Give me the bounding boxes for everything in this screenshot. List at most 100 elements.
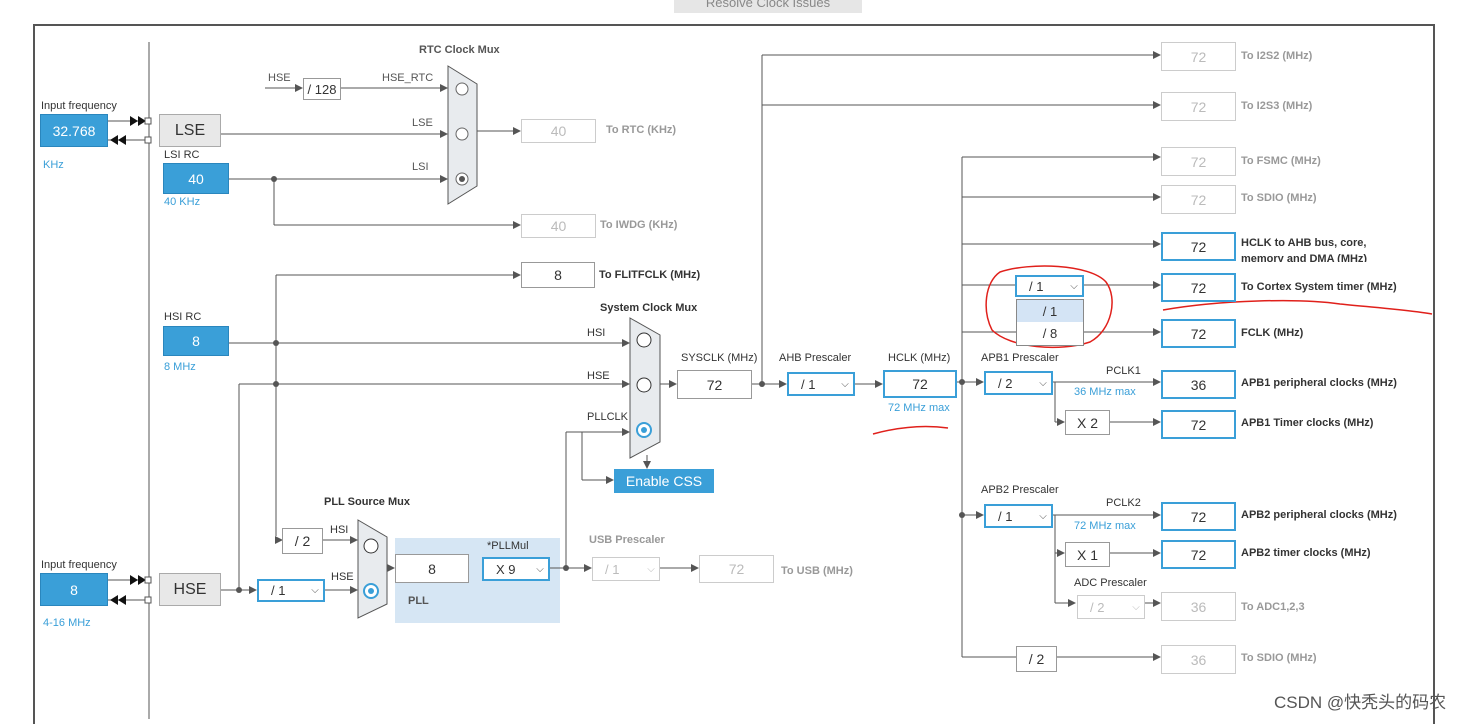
hse-predivider-select[interactable]: / 1⌵ bbox=[257, 579, 325, 602]
sysmux-hsi-radio[interactable] bbox=[636, 332, 652, 348]
hsi-label: HSI RC bbox=[164, 311, 202, 323]
rtc-output: 40 bbox=[521, 119, 596, 143]
apb1-timer-output[interactable]: 72 bbox=[1161, 410, 1236, 439]
pllsrc-hse-label: HSE bbox=[331, 571, 354, 583]
sdio-output-label: To SDIO (MHz) bbox=[1241, 192, 1317, 204]
rtc-lse-radio[interactable] bbox=[449, 127, 475, 141]
adc-prescaler-select[interactable]: / 2 ⌵ bbox=[1077, 595, 1145, 619]
pllmul-label: *PLLMul bbox=[487, 540, 529, 552]
usb-prescaler-select[interactable]: / 1 ⌵ bbox=[592, 557, 660, 581]
usb-prescaler-label: USB Prescaler bbox=[589, 534, 665, 546]
apb2-timer-label: APB2 timer clocks (MHz) bbox=[1241, 547, 1371, 559]
apb1-prescaler-select[interactable]: / 2⌵ bbox=[984, 371, 1053, 395]
sysmux-pllclk-radio[interactable] bbox=[636, 422, 652, 438]
rtc-lsi-label: LSI bbox=[412, 161, 429, 173]
dropdown-option-div1[interactable]: / 1 bbox=[1017, 300, 1083, 322]
fclk-output[interactable]: 72 bbox=[1161, 319, 1236, 348]
pclk2-label: PCLK2 bbox=[1106, 497, 1141, 509]
rtc-output-label: To RTC (KHz) bbox=[606, 124, 677, 136]
rtc-hse-label: HSE bbox=[268, 72, 291, 84]
apb1-timer-multiplier: X 2 bbox=[1065, 410, 1110, 435]
lsi-label: LSI RC bbox=[164, 149, 200, 161]
hse-block: HSE bbox=[159, 573, 221, 606]
sysmux-hse-label: HSE bbox=[587, 370, 610, 382]
pllsrc-hsi-radio[interactable] bbox=[363, 538, 379, 554]
iwdg-output-label: To IWDG (KHz) bbox=[600, 219, 678, 231]
adc-output-label: To ADC1,2,3 bbox=[1241, 601, 1305, 613]
ahb-prescaler-value: / 1 bbox=[801, 376, 816, 392]
apb2-timer-multiplier: X 1 bbox=[1065, 542, 1110, 567]
sysclk-label: SYSCLK (MHz) bbox=[681, 352, 758, 364]
lse-input-field[interactable]: 32.768 bbox=[40, 114, 108, 147]
hclk-input[interactable]: 72 bbox=[883, 370, 957, 398]
apb2-periph-output[interactable]: 72 bbox=[1161, 502, 1236, 531]
adc-prescaler-value: / 2 bbox=[1090, 599, 1105, 615]
chevron-down-icon: ⌵ bbox=[1132, 601, 1140, 613]
apb1-periph-output[interactable]: 36 bbox=[1161, 370, 1236, 399]
sdio2-output: 36 bbox=[1161, 645, 1236, 674]
hse-unit: 4-16 MHz bbox=[43, 617, 91, 629]
pll-input: 8 bbox=[395, 554, 469, 583]
hse-input-label: Input frequency bbox=[41, 559, 117, 571]
ahb-prescaler-select[interactable]: / 1⌵ bbox=[787, 372, 855, 396]
hse-input-field[interactable]: 8 bbox=[40, 573, 108, 606]
lse-block: LSE bbox=[159, 114, 221, 147]
sdio-output: 72 bbox=[1161, 185, 1236, 214]
sysmux-hse-radio[interactable] bbox=[636, 377, 652, 393]
pllsrc-hsi-label: HSI bbox=[330, 524, 349, 536]
usb-prescaler-value: / 1 bbox=[605, 561, 620, 577]
flitfclk-output: 8 bbox=[521, 262, 595, 288]
chevron-down-icon: ⌵ bbox=[647, 563, 655, 575]
pllsrc-hse-radio[interactable] bbox=[363, 583, 379, 599]
fclk-output-label: FCLK (MHz) bbox=[1241, 327, 1304, 339]
csdn-watermark: CSDN @快秃头的码农 bbox=[1274, 693, 1447, 712]
pll-label: PLL bbox=[408, 595, 429, 607]
enable-css-button[interactable]: Enable CSS bbox=[614, 469, 714, 493]
hsi-unit: 8 MHz bbox=[164, 361, 196, 373]
apb2-prescaler-select[interactable]: / 1⌵ bbox=[984, 504, 1053, 528]
fsmc-output-label: To FSMC (MHz) bbox=[1241, 155, 1321, 167]
sdio2-output-label: To SDIO (MHz) bbox=[1241, 652, 1317, 664]
i2s3-output: 72 bbox=[1161, 92, 1236, 121]
pllmul-value: X 9 bbox=[496, 561, 516, 577]
hclk-ahb-label: HCLK to AHB bus, core, bbox=[1241, 237, 1367, 249]
hclk-max: 72 MHz max bbox=[888, 402, 950, 414]
pllmul-select[interactable]: X 9 ⌵ bbox=[482, 557, 550, 581]
chevron-down-icon: ⌵ bbox=[1039, 377, 1047, 389]
rtc-lsi-radio[interactable] bbox=[449, 172, 475, 186]
cortex-timer-output[interactable]: 72 bbox=[1161, 273, 1236, 302]
lsi-value: 40 bbox=[163, 163, 229, 194]
apb2-timer-output[interactable]: 72 bbox=[1161, 540, 1236, 569]
cortex-timer-label: To Cortex System timer (MHz) bbox=[1241, 281, 1397, 293]
hse-rtc-label: HSE_RTC bbox=[382, 72, 434, 84]
hclk-ahb-label2: memory and DMA (MHz) bbox=[1241, 253, 1368, 262]
cortex-prescaler-select[interactable]: / 1⌵ bbox=[1015, 275, 1084, 297]
resolve-label: Resolve Clock Issues bbox=[705, 0, 831, 10]
resolve-clock-issues-button[interactable]: Resolve Clock Issues bbox=[674, 0, 862, 13]
fsmc-output: 72 bbox=[1161, 147, 1236, 176]
iwdg-output: 40 bbox=[521, 214, 596, 238]
ahb-prescaler-label: AHB Prescaler bbox=[779, 352, 852, 364]
i2s2-output-label: To I2S2 (MHz) bbox=[1241, 50, 1313, 62]
hclk-ahb-output[interactable]: 72 bbox=[1161, 232, 1236, 261]
rtc-hse-radio[interactable] bbox=[449, 82, 475, 96]
sysmux-hsi-label: HSI bbox=[587, 327, 606, 339]
adc-output: 36 bbox=[1161, 592, 1236, 621]
cortex-prescaler-value: / 1 bbox=[1029, 278, 1044, 294]
apb1-periph-label: APB1 peripheral clocks (MHz) bbox=[1241, 377, 1397, 389]
apb1-timer-label: APB1 Timer clocks (MHz) bbox=[1241, 417, 1374, 429]
pll-source-mux-title: PLL Source Mux bbox=[324, 496, 410, 508]
chevron-down-icon: ⌵ bbox=[536, 563, 544, 575]
hclk-label: HCLK (MHz) bbox=[888, 352, 951, 364]
dropdown-option-div8[interactable]: / 8 bbox=[1042, 325, 1058, 341]
cortex-prescaler-dropdown: / 1 / 8 bbox=[1016, 299, 1084, 346]
flitfclk-output-label: To FLITFCLK (MHz) bbox=[599, 269, 701, 281]
apb2-max: 72 MHz max bbox=[1074, 520, 1136, 532]
adc-prescaler-label: ADC Prescaler bbox=[1074, 577, 1147, 589]
apb2-periph-label: APB2 peripheral clocks (MHz) bbox=[1241, 509, 1397, 521]
lse-unit: KHz bbox=[43, 159, 64, 171]
hse-div128: / 128 bbox=[303, 78, 341, 100]
apb1-max: 36 MHz max bbox=[1074, 386, 1136, 398]
i2s3-output-label: To I2S3 (MHz) bbox=[1241, 100, 1313, 112]
